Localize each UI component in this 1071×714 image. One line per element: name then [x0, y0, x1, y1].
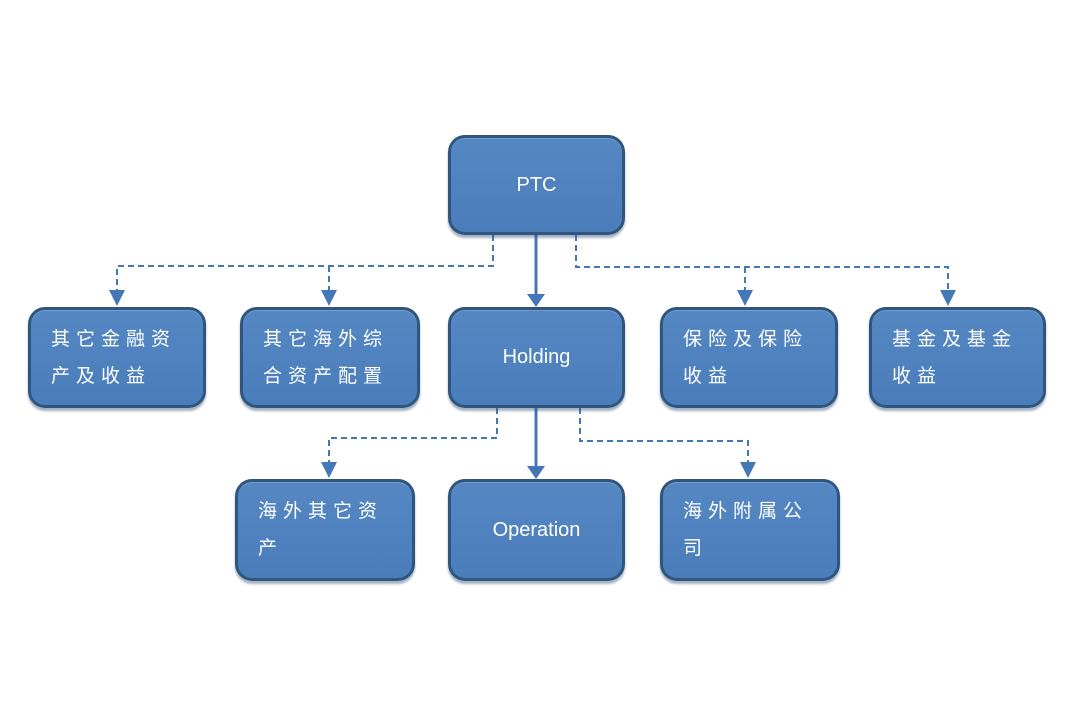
- node-fund-income-label: 基金及基金收益: [892, 328, 1018, 387]
- edge-holding-operation: [527, 408, 545, 479]
- node-other-financial-assets-label: 其它金融资产及收益: [51, 328, 177, 387]
- node-other-overseas-allocation: 其它海外综合资产配置: [240, 307, 420, 408]
- edge-ptc-right-group: [575, 235, 956, 306]
- edge-holding-overseas-subsidiaries: [579, 408, 756, 478]
- edge-ptc-left-group: [109, 235, 494, 306]
- node-other-overseas-allocation-label: 其它海外综合资产配置: [263, 328, 389, 387]
- node-ptc: PTC: [448, 135, 625, 235]
- node-insurance-income: 保险及保险收益: [660, 307, 838, 408]
- node-operation-label: Operation: [492, 518, 581, 541]
- node-overseas-subsidiaries-label: 海外附属公司: [683, 501, 809, 559]
- node-fund-income: 基金及基金收益: [869, 307, 1046, 408]
- node-overseas-subsidiaries: 海外附属公司: [660, 479, 840, 581]
- node-other-financial-assets: 其它金融资产及收益: [28, 307, 206, 408]
- edge-ptc-holding: [527, 235, 545, 307]
- node-operation: Operation: [448, 479, 625, 581]
- node-insurance-income-label: 保险及保险收益: [683, 328, 809, 387]
- edge-holding-overseas-other-assets: [321, 408, 498, 478]
- node-holding: Holding: [448, 307, 625, 408]
- node-overseas-other-assets: 海外其它资产: [235, 479, 415, 581]
- node-overseas-other-assets-label: 海外其它资产: [258, 501, 384, 559]
- node-holding-label: Holding: [502, 346, 571, 368]
- node-ptc-label: PTC: [516, 173, 557, 196]
